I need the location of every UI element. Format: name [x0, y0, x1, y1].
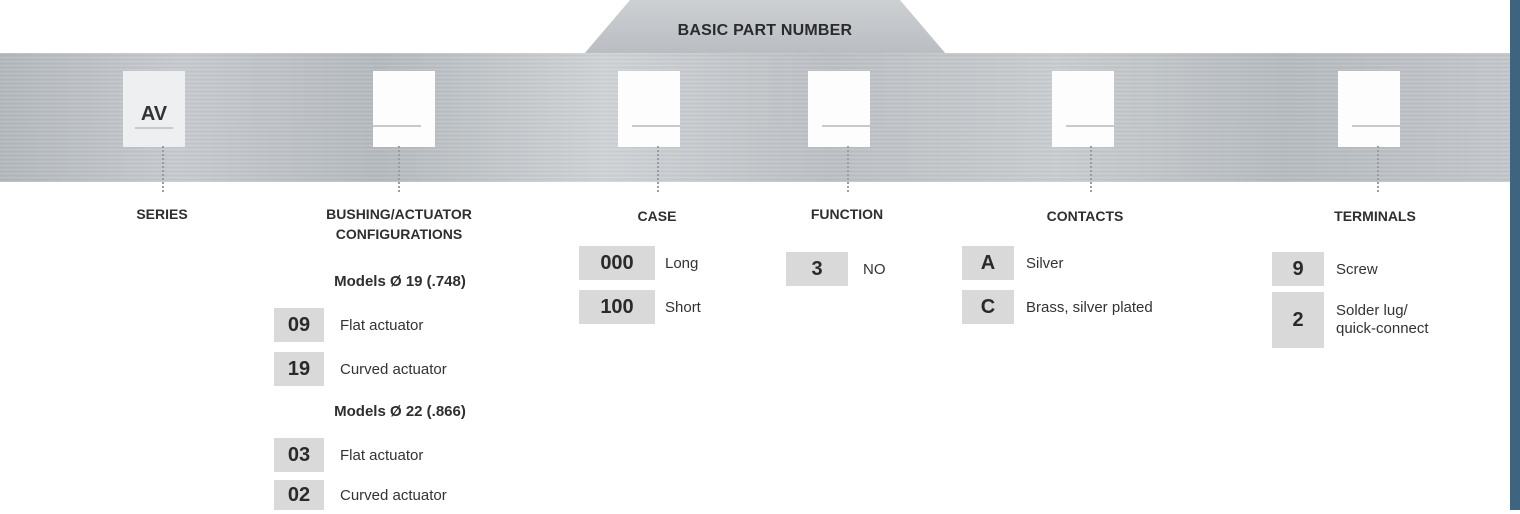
contacts-option-c: C Brass, silver plated	[962, 290, 1202, 324]
option-desc: Brass, silver plated	[1026, 299, 1153, 316]
case-option-100: 100 Short	[579, 290, 739, 324]
terminals-option-9: 9 Screw	[1272, 252, 1472, 286]
option-desc: Flat actuator	[340, 317, 424, 334]
option-desc-line2: quick-connect	[1336, 320, 1429, 337]
bushing-option-03: 03 Flat actuator	[274, 438, 504, 472]
option-code: 19	[274, 352, 324, 386]
header-title: BASIC PART NUMBER	[677, 22, 853, 39]
option-code: 000	[579, 246, 655, 280]
slot-case-underline	[632, 125, 680, 127]
case-option-000: 000 Long	[579, 246, 739, 280]
slot-bushing-underline	[373, 125, 421, 127]
bushing-label-line2: CONFIGURATIONS	[335, 226, 463, 242]
bushing-option-09: 09 Flat actuator	[274, 308, 504, 342]
slot-case	[618, 71, 680, 147]
contacts-label: CONTACTS	[1046, 208, 1124, 224]
option-desc: Short	[665, 299, 701, 316]
option-code: 3	[786, 252, 848, 286]
series-label: SERIES	[136, 206, 188, 222]
option-code: 9	[1272, 252, 1324, 286]
terminals-option-2: 2 Solder lug/ quick-connect	[1272, 292, 1472, 348]
option-code: C	[962, 290, 1014, 324]
function-label: FUNCTION	[810, 206, 884, 222]
slot-series-underline	[135, 127, 173, 129]
part-number-band	[0, 53, 1510, 182]
option-desc: Curved actuator	[340, 361, 447, 378]
option-desc: Silver	[1026, 255, 1064, 272]
bushing-group2-title: Models Ø 22 (.866)	[334, 403, 466, 420]
contacts-option-a: A Silver	[962, 246, 1202, 280]
option-code: 09	[274, 308, 324, 342]
slot-series: AV	[123, 71, 185, 147]
connector-bushing	[398, 146, 400, 192]
slot-series-value: AV	[140, 103, 168, 125]
option-code: 03	[274, 438, 324, 472]
case-label: CASE	[637, 208, 677, 224]
slot-contacts-underline	[1066, 125, 1114, 127]
terminals-label: TERMINALS	[1334, 208, 1416, 224]
option-desc: Long	[665, 255, 699, 272]
option-desc: Flat actuator	[340, 447, 424, 464]
slot-function	[808, 71, 870, 147]
function-option-3: 3 NO	[786, 252, 896, 286]
slot-function-underline	[822, 125, 870, 127]
bushing-option-02: 02 Curved actuator	[274, 480, 504, 514]
slot-terminals-underline	[1352, 125, 1400, 127]
header-tab	[584, 0, 946, 54]
connector-terminals	[1377, 146, 1379, 192]
option-desc: Curved actuator	[340, 487, 447, 504]
option-desc: Screw	[1336, 261, 1378, 278]
right-edge-bar	[1510, 0, 1520, 510]
connector-function	[847, 146, 849, 192]
slot-terminals	[1338, 71, 1400, 147]
option-desc: NO	[863, 261, 886, 278]
option-code: 02	[274, 480, 324, 510]
option-code: 2	[1272, 292, 1324, 348]
option-code: 100	[579, 290, 655, 324]
connector-series	[162, 146, 164, 192]
bushing-option-19: 19 Curved actuator	[274, 352, 504, 386]
connector-case	[657, 146, 659, 192]
slot-contacts	[1052, 71, 1114, 147]
slot-bushing	[373, 71, 435, 147]
bushing-label-line1: BUSHING/ACTUATOR	[326, 206, 472, 222]
bushing-group1-title: Models Ø 19 (.748)	[334, 273, 466, 290]
connector-contacts	[1090, 146, 1092, 192]
option-code: A	[962, 246, 1014, 280]
option-desc-line1: Solder lug/	[1336, 302, 1408, 319]
